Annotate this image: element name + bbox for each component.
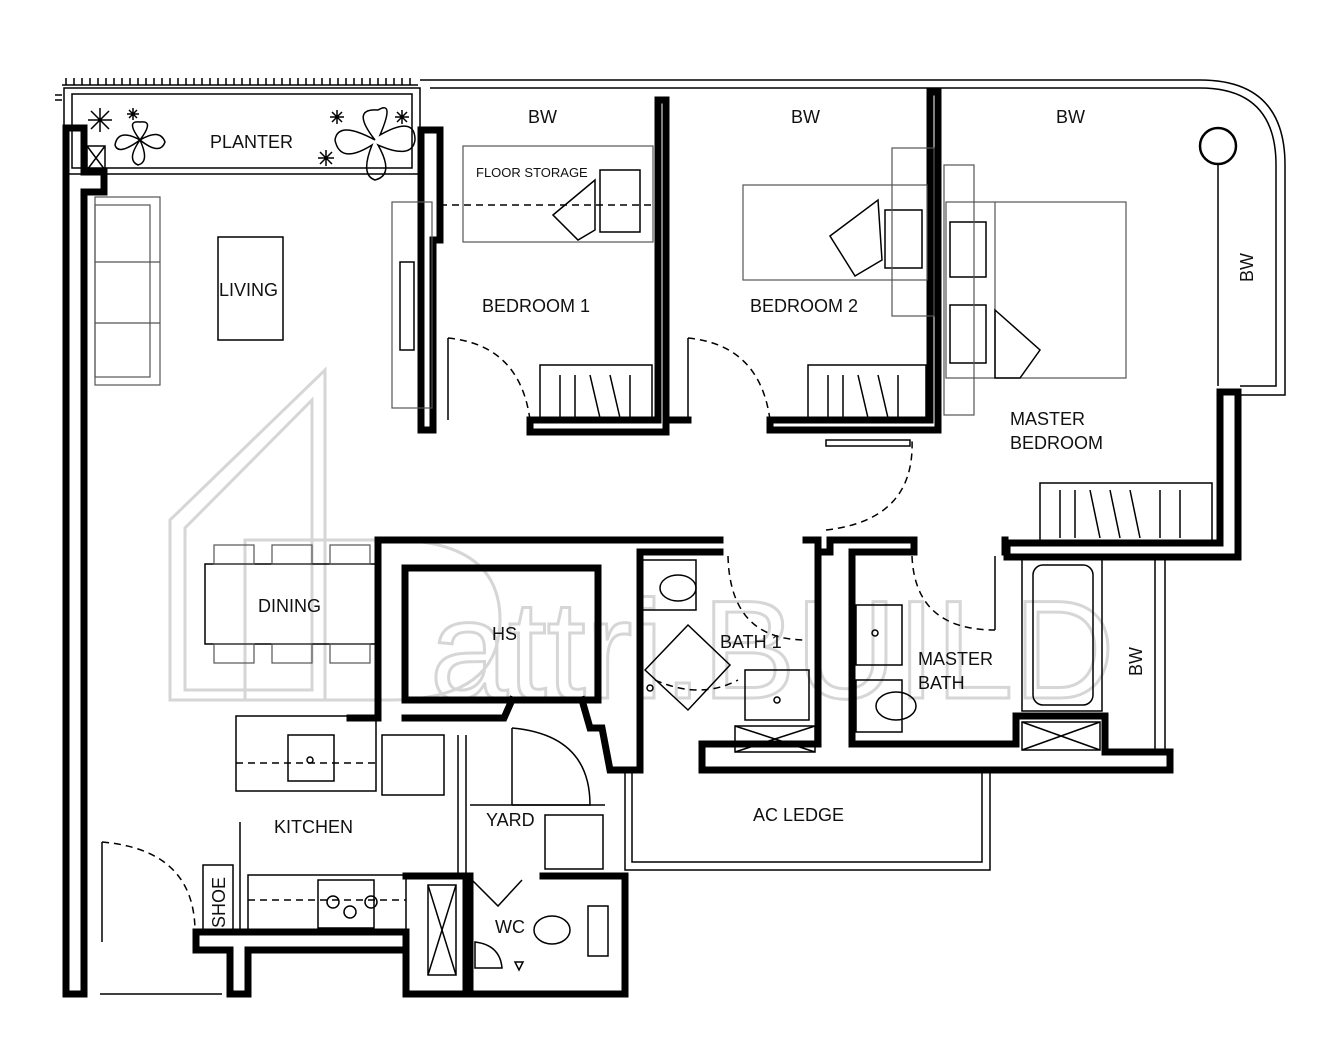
living-label: LIVING [219,280,278,300]
kitchen-label: KITCHEN [274,817,353,837]
ac-ledge-label: AC LEDGE [753,805,844,825]
bw-label-3: BW [1056,107,1085,127]
master-bath-fixtures [855,555,1166,752]
wc-label: WC [495,917,525,937]
wc-fixtures [427,879,609,976]
bedroom1-label: BEDROOM 1 [482,296,590,316]
top-railing [55,78,418,101]
walls [62,88,1242,998]
bay-window-labels: BW BW BW BW BW [528,107,1257,676]
bedroom2-furniture [687,147,935,421]
kitchen-fixtures [100,715,445,995]
master-bedroom-label-2: BEDROOM [1010,433,1103,453]
living-furniture [94,196,433,409]
shoe-label: SHOE [209,877,229,928]
bw-label-2: BW [791,107,820,127]
bath1-label: BATH 1 [720,632,782,652]
master-bath-label-2: BATH [918,673,965,693]
master-bath-label-1: MASTER [918,649,993,669]
master-bedroom-label-1: MASTER [1010,409,1085,429]
planter-label: PLANTER [210,132,293,152]
yard-label: YARD [486,810,535,830]
bedroom1-furniture [440,145,655,421]
dining-furniture [204,544,379,664]
hs-label: HS [492,624,517,644]
plant-icon [88,107,416,181]
ac-ledge-outline [624,770,991,871]
yard-fixtures [457,727,605,876]
room-labels: PLANTER LIVING BEDROOM 1 BEDROOM 2 MASTE… [209,132,1103,937]
bw-label-1: BW [528,107,557,127]
master-bedroom-furniture [825,164,1213,542]
bath1-fixtures [639,555,816,753]
dining-label: DINING [258,596,321,616]
bay-window-outline [420,79,1286,396]
floor-storage-label: FLOOR STORAGE [476,165,588,180]
bw-label-right: BW [1237,253,1257,282]
bedroom2-label: BEDROOM 2 [750,296,858,316]
bw-label-bath: BW [1126,647,1146,676]
